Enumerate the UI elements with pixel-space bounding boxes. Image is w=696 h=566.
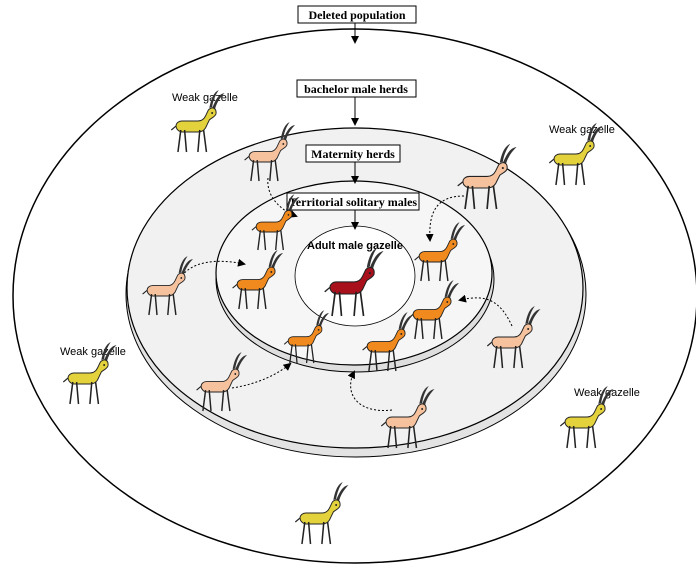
adult-male-gazelle-label: Adult male gazelle bbox=[307, 240, 403, 252]
territorial-solitary-males-label: Territorial solitary males bbox=[289, 195, 418, 209]
weak-gazelle-label: Weak gazelle bbox=[549, 124, 615, 136]
weak-gazelle-label: Weak gazelle bbox=[172, 92, 238, 104]
weak-gazelle-label: Weak gazelle bbox=[60, 346, 126, 358]
bachelor-male-herds-label: bachelor male herds bbox=[304, 82, 408, 96]
deleted-population-label: Deleted population bbox=[308, 8, 405, 22]
maternity-herds-label: Maternity herds bbox=[311, 147, 395, 161]
